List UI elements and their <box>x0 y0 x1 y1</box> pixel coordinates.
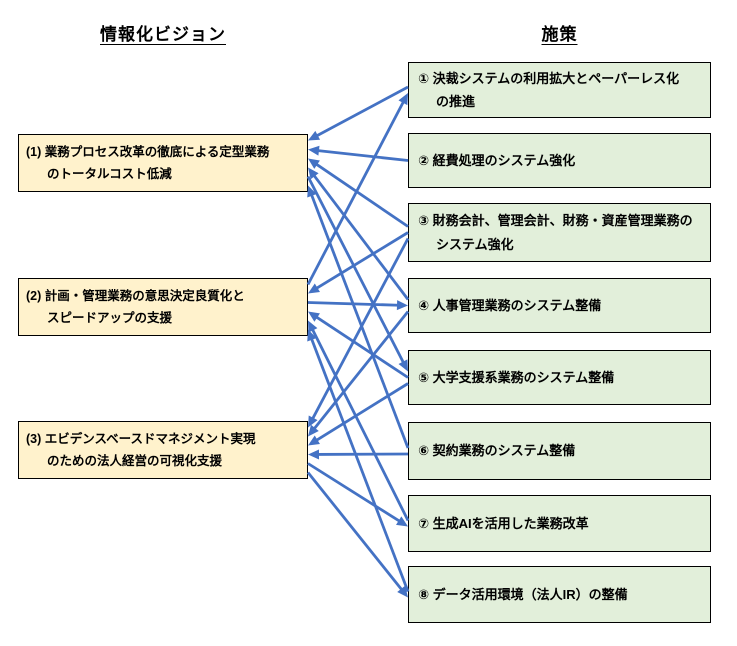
measure-box-5: ⑤ 大学支援系業務のシステム整備 <box>408 350 711 405</box>
measure-box-5-label: ⑤ 大学支援系業務のシステム整備 <box>418 369 615 385</box>
vision-box-2-label: (2) 計画・管理業務の意思決定良質化と スピードアップの支援 <box>26 288 245 326</box>
vision-box-1: (1) 業務プロセス改革の徹底による定型業務 のトータルコスト低減 <box>18 134 308 192</box>
vision-column-header: 情報化ビジョン <box>100 25 226 44</box>
measure-box-3: ③ 財務会計、管理会計、財務・資産管理業務の システム強化 <box>408 203 711 262</box>
measure-box-3-label: ③ 財務会計、管理会計、財務・資産管理業務の システム強化 <box>418 213 693 252</box>
measure-box-2: ② 経費処理のシステム強化 <box>408 133 711 188</box>
vision-box-2: (2) 計画・管理業務の意思決定良質化と スピードアップの支援 <box>18 278 308 336</box>
vision-box-1-label: (1) 業務プロセス改革の徹底による定型業務 のトータルコスト低減 <box>26 144 270 182</box>
measure-box-4: ④ 人事管理業務のシステム整備 <box>408 278 711 333</box>
measures-column-header: 施策 <box>541 25 578 44</box>
measure-box-6: ⑥ 契約業務のシステム整備 <box>408 422 711 480</box>
measure-box-8: ⑧ データ活用環境（法人IR）の整備 <box>408 566 711 623</box>
measure-box-6-label: ⑥ 契約業務のシステム整備 <box>418 443 576 459</box>
measure-box-1: ① 決裁システムの利用拡大とペーパーレス化 の推進 <box>408 62 711 118</box>
measure-box-4-label: ④ 人事管理業務のシステム整備 <box>418 297 602 313</box>
measure-box-7: ⑦ 生成AIを活用した業務改革 <box>408 495 711 552</box>
measure-box-2-label: ② 経費処理のシステム強化 <box>418 152 576 168</box>
measure-box-1-label: ① 決裁システムの利用拡大とペーパーレス化 の推進 <box>418 70 680 109</box>
measure-box-8-label: ⑧ データ活用環境（法人IR）の整備 <box>418 586 628 602</box>
vision-box-3: (3) エビデンスベースドマネジメント実現 のための法人経営の可視化支援 <box>18 421 308 479</box>
vision-box-3-label: (3) エビデンスベースドマネジメント実現 のための法人経営の可視化支援 <box>26 431 256 469</box>
measure-box-7-label: ⑦ 生成AIを活用した業務改革 <box>418 515 589 531</box>
